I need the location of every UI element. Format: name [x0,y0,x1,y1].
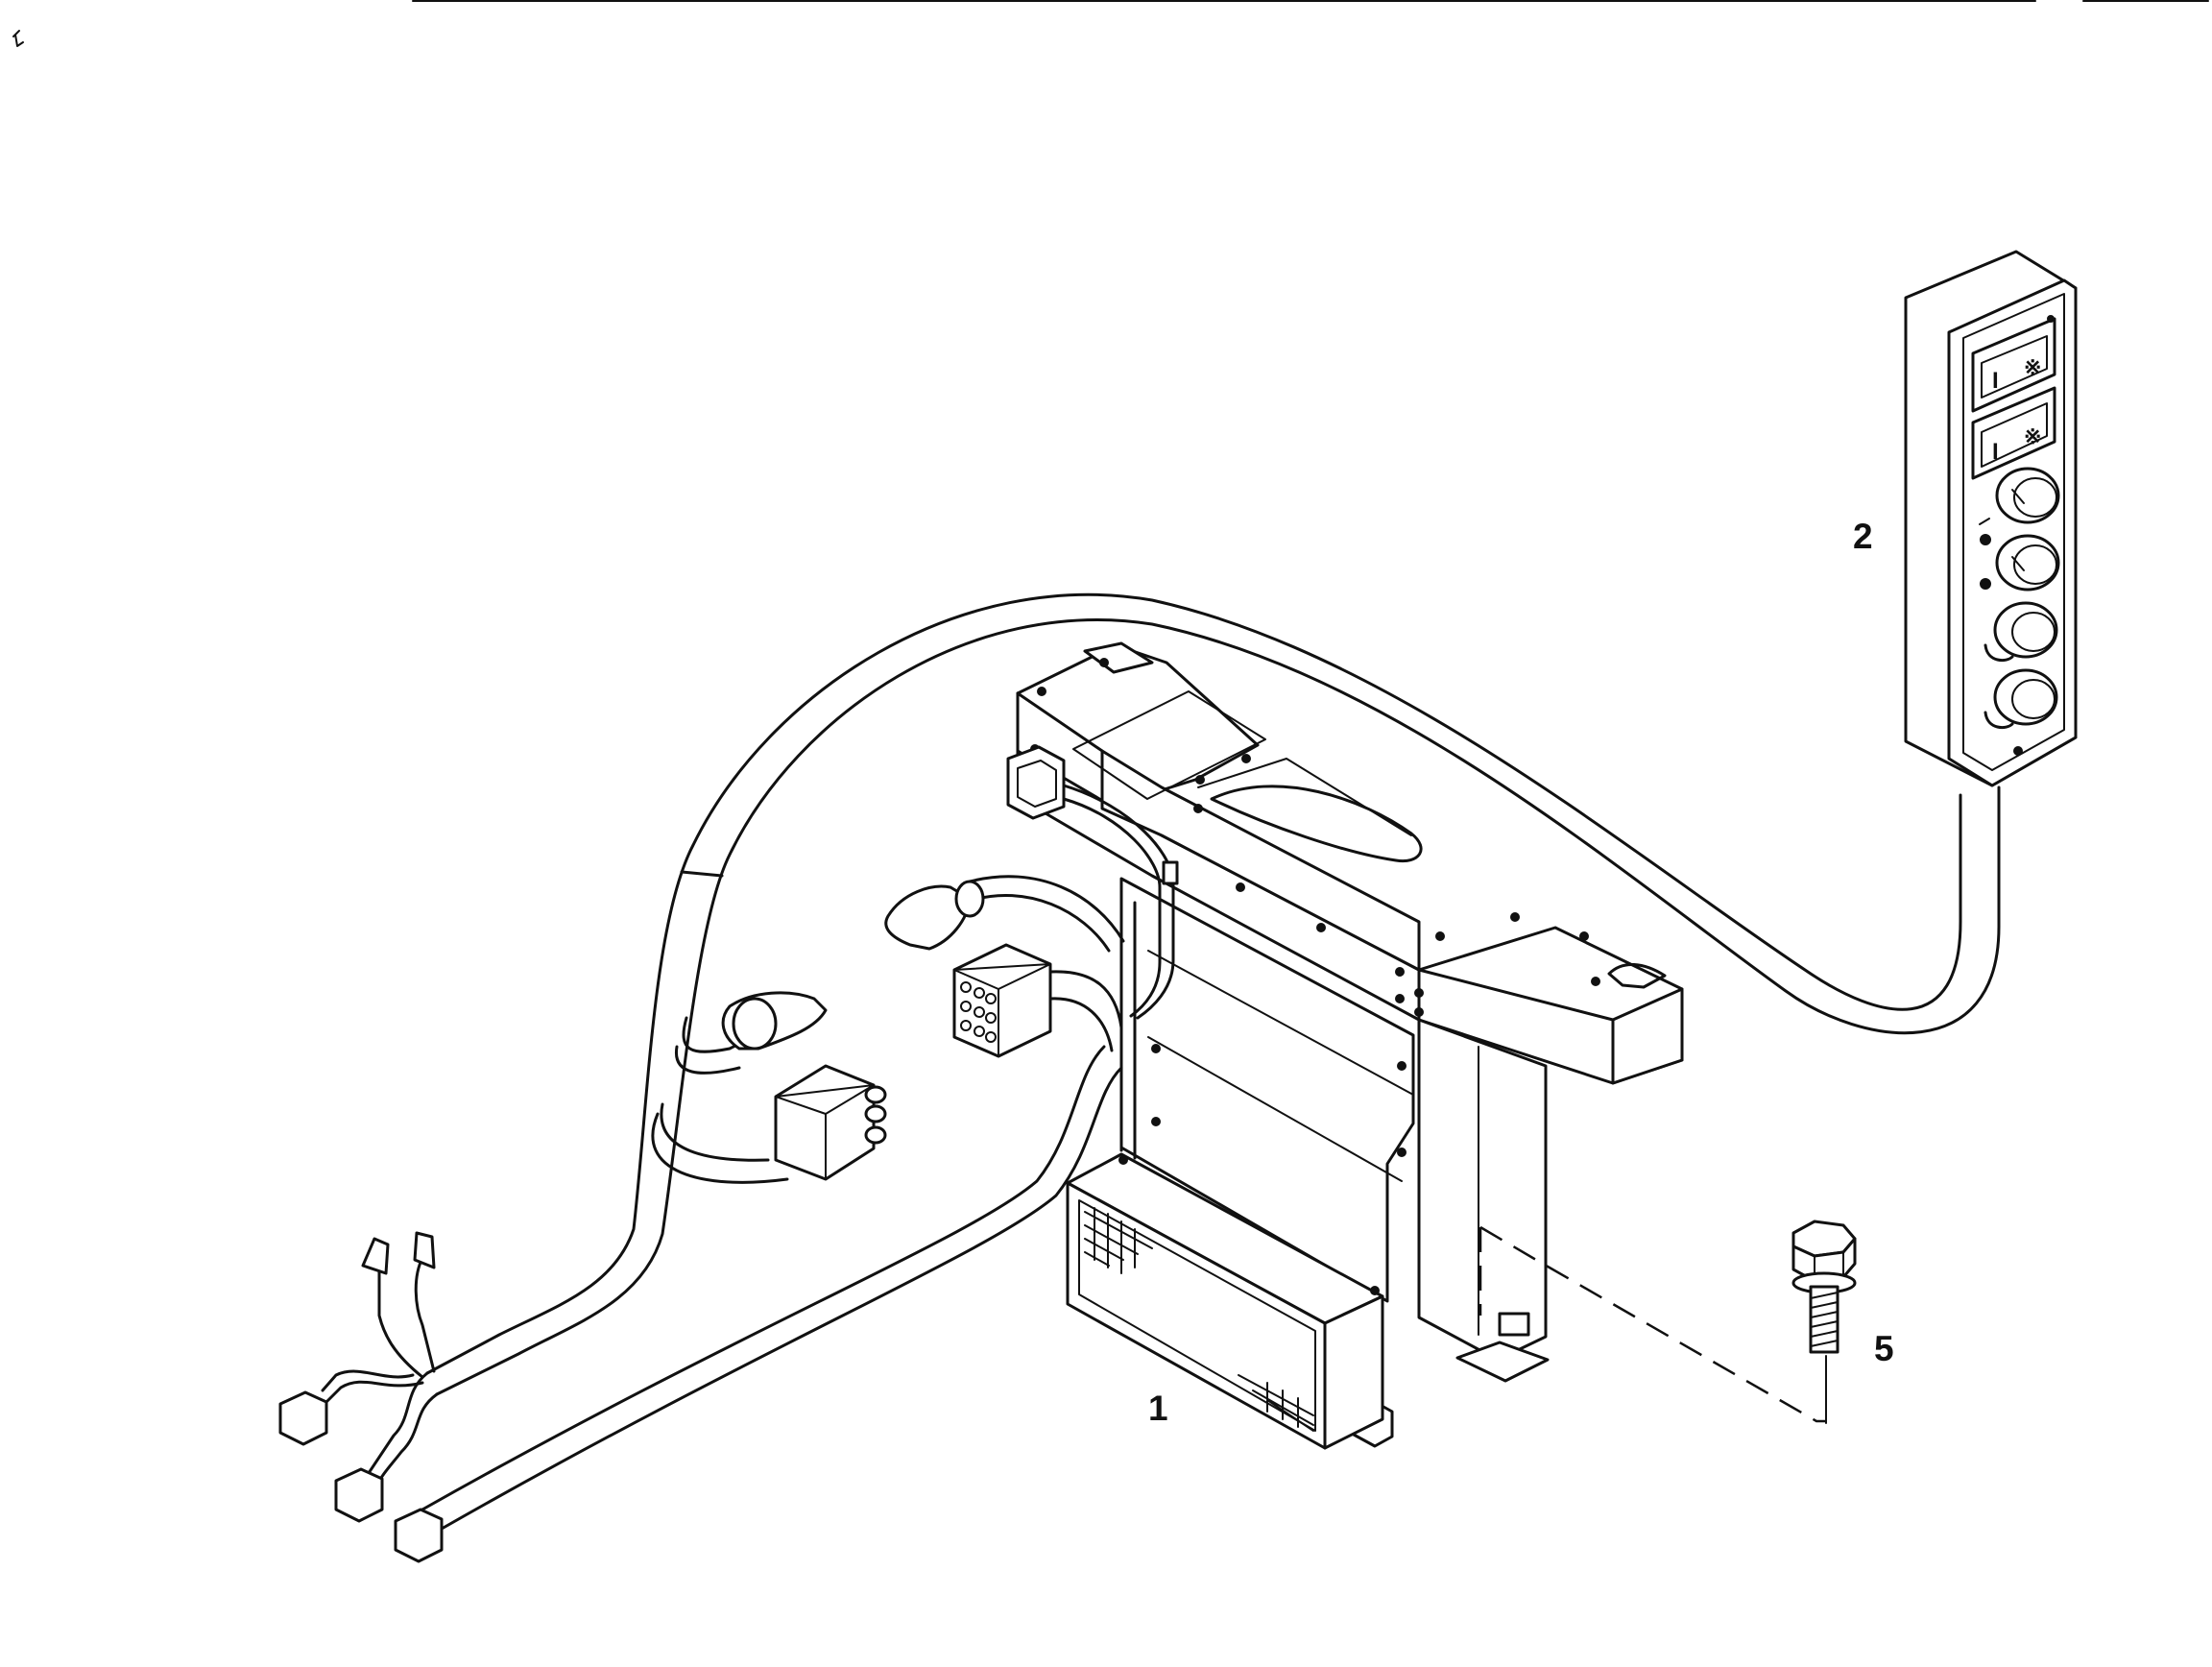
wiring-harness [321,592,2001,1548]
heater-unit [1016,641,1684,1450]
svg-text:I: I [1992,439,1999,465]
connector-block-c [394,1508,444,1563]
top-border-line [12,0,2209,47]
callout-item-1: 1 [1148,1389,1168,1428]
leader-lines [1479,1225,1827,1424]
rocker-switch-1: I ※ [1971,317,2056,413]
connector-block-a [278,1390,328,1446]
svg-text:※: ※ [2024,355,2041,379]
control-knobs [1984,467,2060,730]
rivet-dots [1030,658,1600,1295]
connector-block-b [334,1467,384,1523]
bolt [1791,1220,1857,1354]
rocker-switch-2: I ※ [1971,386,2056,480]
grille-mesh [1084,1207,1314,1432]
svg-text:I: I [1992,368,1999,394]
control-panel: I ※ I ※ [1904,250,2078,787]
connector-plugs [278,745,1066,1563]
callout-item-2: 2 [1853,517,1873,556]
callout-item-5: 5 [1874,1329,1894,1368]
svg-text:※: ※ [2024,424,2041,448]
connector-pins [960,981,997,1043]
